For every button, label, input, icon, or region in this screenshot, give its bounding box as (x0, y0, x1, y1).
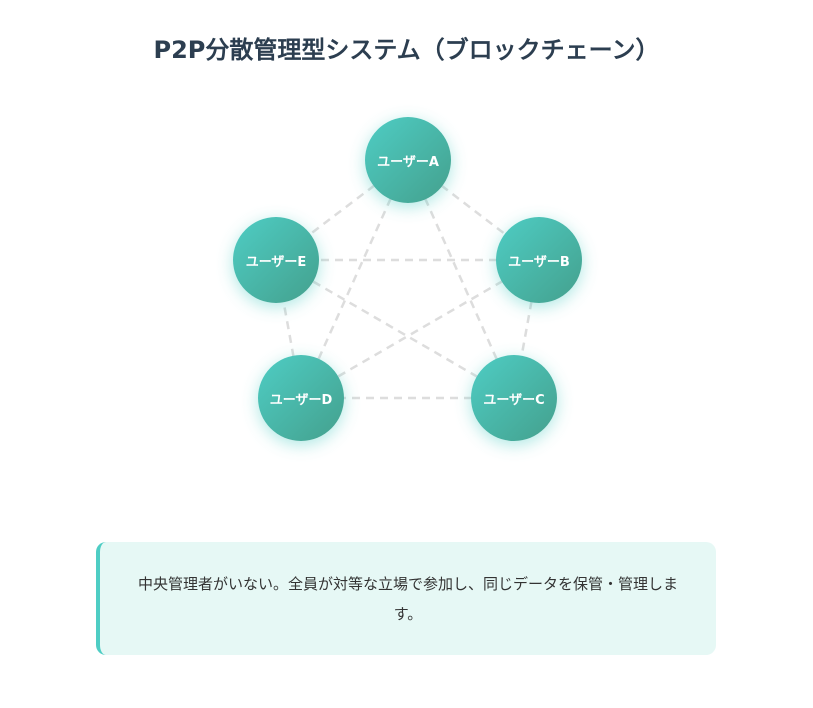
edge-b-d (300, 258, 540, 400)
description-box: 中央管理者がいない。全員が対等な立場で参加し、同じデータを保管・管理します。 (96, 542, 716, 655)
node-user-d: ユーザーD (258, 355, 344, 441)
page-title: P2P分散管理型システム（ブロックチェーン） (153, 36, 660, 64)
edge-c-e (275, 258, 515, 400)
description-text: 中央管理者がいない。全員が対等な立場で参加し、同じデータを保管・管理します。 (137, 574, 678, 623)
node-user-a: ユーザーA (365, 117, 451, 203)
node-user-b: ユーザーB (496, 217, 582, 303)
node-user-c: ユーザーC (471, 355, 557, 441)
node-user-e: ユーザーE (233, 217, 319, 303)
